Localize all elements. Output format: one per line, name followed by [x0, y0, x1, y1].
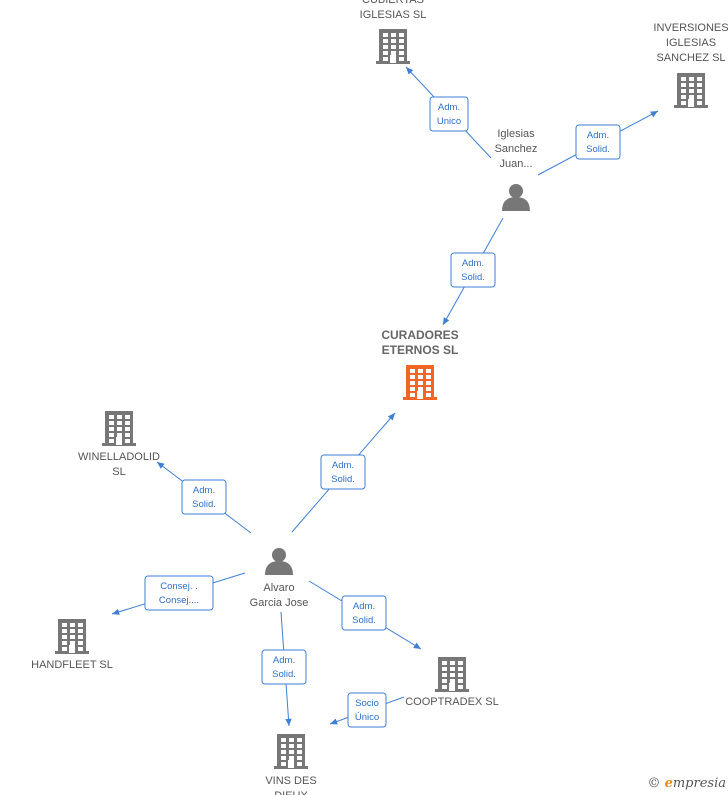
node-iglesias[interactable]: IglesiasSanchezJuan...: [495, 128, 538, 211]
edge-label-iglesias-inversiones[interactable]: Adm. Solid.: [575, 124, 621, 160]
node-label-line: COOPTRADEX SL: [405, 696, 499, 708]
node-label-line: SL: [112, 466, 125, 478]
node-label-line: HANDFLEET SL: [31, 659, 113, 671]
building-icon: [102, 411, 136, 446]
nodes-layer: CUBIERTAS IGLESIAS SL INVERSIONES IGLESIAS S…: [31, 0, 728, 795]
edge-label-alvaro-handfleet[interactable]: Consej. . Consej....: [144, 575, 214, 611]
node-label-line: ETERNOS SL: [382, 343, 459, 357]
edge-label-box: [144, 575, 214, 611]
node-handfleet[interactable]: HANDFLEET SL: [31, 619, 113, 671]
edge-label-line: Adm.: [438, 102, 460, 113]
edge-label-box: [341, 595, 387, 631]
building-icon: [274, 734, 308, 769]
node-inversiones[interactable]: INVERSIONES IGLESIAS SANCHEZ SL: [653, 22, 728, 108]
node-cooptradex[interactable]: COOPTRADEX SL: [405, 657, 499, 708]
edge-label-line: Solid.: [461, 272, 485, 283]
node-label-line: Sanchez: [495, 143, 538, 155]
edge-label-line: Adm.: [193, 485, 215, 496]
node-label-line: WINELLADOLID: [78, 451, 160, 463]
edge-label-alvaro-curadores[interactable]: Adm. Solid.: [320, 454, 366, 490]
building-icon: [376, 29, 410, 64]
node-label-line: IGLESIAS SL: [360, 9, 427, 21]
edge-label-alvaro-cooptradex[interactable]: Adm. Solid.: [341, 595, 387, 631]
edge-label-box: [429, 96, 469, 132]
person-icon: [265, 548, 293, 575]
edge-label-line: Solid.: [352, 615, 376, 626]
edge-label-line: Adm.: [332, 460, 354, 471]
edge-label-line: Solid.: [192, 499, 216, 510]
edge-labels-layer: Adm.UnicoAdm.Solid.Adm.Solid.Adm.Solid.A…: [144, 96, 621, 728]
node-vins[interactable]: VINS DES DIEUX: [265, 734, 317, 795]
node-label-line: Alvaro: [263, 582, 294, 594]
node-cubiertas[interactable]: CUBIERTAS IGLESIAS SL: [360, 0, 427, 64]
person-icon: [502, 184, 530, 211]
edge-label-box: [347, 692, 387, 728]
edge-label-line: Adm.: [353, 601, 375, 612]
node-label-line: Iglesias: [497, 128, 535, 140]
edge-label-line: Adm.: [273, 655, 295, 666]
building-icon: [674, 73, 708, 108]
edge-label-line: Adm.: [587, 130, 609, 141]
edge-label-line: Unico: [437, 116, 461, 127]
empresia-watermark[interactable]: © empresia: [647, 776, 726, 791]
brand-rest: mpresia: [672, 776, 726, 791]
edge-label-line: Socio: [355, 698, 379, 709]
edge-label-box: [575, 124, 621, 160]
node-label-line: CUBIERTAS: [362, 0, 424, 6]
node-label-line: Garcia Jose: [250, 597, 309, 609]
building-icon: [435, 657, 469, 692]
node-winelladolid[interactable]: WINELLADOLID SL: [78, 411, 160, 478]
edge-label-iglesias-curadores[interactable]: Adm. Solid.: [450, 252, 496, 288]
edge-label-line: Único: [355, 712, 379, 723]
edge-label-box: [320, 454, 366, 490]
node-label-line: SANCHEZ SL: [656, 52, 725, 64]
edge-label-line: Consej....: [159, 595, 199, 606]
building-icon: [55, 619, 89, 654]
node-label-line: CURADORES: [381, 328, 458, 342]
brand-name: empresia: [665, 776, 726, 791]
node-label-line: IGLESIAS: [666, 37, 716, 49]
node-label-line: VINS DES: [265, 775, 316, 787]
brand-initial: e: [664, 776, 673, 791]
building-icon: [403, 365, 437, 400]
edge-label-box: [181, 479, 227, 515]
edge-label-line: Solid.: [331, 474, 355, 485]
edge-label-line: Solid.: [586, 144, 610, 155]
edge-label-box: [450, 252, 496, 288]
node-label-line: DIEUX: [274, 790, 308, 795]
edge-label-box: [261, 649, 307, 685]
edge-label-alvaro-winelladolid[interactable]: Adm. Solid.: [181, 479, 227, 515]
edge-label-line: Adm.: [462, 258, 484, 269]
node-label-line: Juan...: [499, 158, 532, 170]
node-label-line: INVERSIONES: [653, 22, 728, 34]
edge-label-line: Consej. .: [160, 581, 198, 592]
edge-label-alvaro-vins[interactable]: Adm. Solid.: [261, 649, 307, 685]
copyright-symbol: ©: [647, 776, 661, 791]
edge-label-line: Solid.: [272, 669, 296, 680]
edge-label-iglesias-cubiertas[interactable]: Adm. Unico: [429, 96, 469, 132]
